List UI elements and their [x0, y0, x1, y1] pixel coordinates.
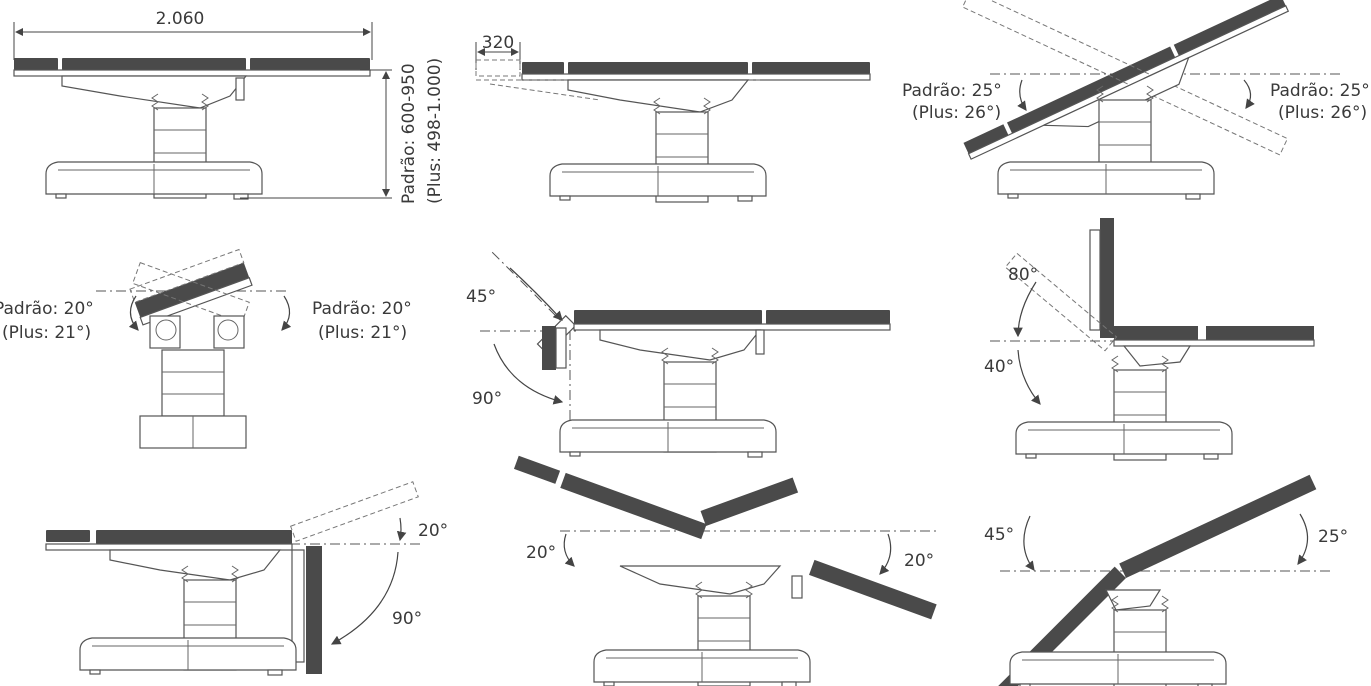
- view-trendelenburg: Padrão: 25° (Plus: 26°) Padrão: 25° (Plu…: [902, 0, 1370, 200]
- view-back-section: 80° 40°: [984, 218, 1315, 461]
- back-up-angle: 80°: [1008, 265, 1038, 285]
- slide-label: 320: [482, 33, 514, 53]
- lateral-right-plus: (Plus: 21°): [318, 323, 407, 343]
- lateral-left-standard: Padrão: 20°: [0, 299, 94, 319]
- lateral-right-standard: Padrão: 20°: [312, 299, 412, 319]
- reflex-left-angle: 45°: [984, 525, 1014, 545]
- trend-right-plus: (Plus: 26°): [1278, 103, 1367, 123]
- view-reflex: 45° 25°: [984, 474, 1348, 686]
- view-standard-table: 2.060 Padrão: 600-950 (Plus: 498-1.000): [13, 9, 445, 204]
- length-label: 2.060: [156, 9, 205, 29]
- trend-right-standard: Padrão: 25°: [1270, 81, 1370, 101]
- head-down-angle: 90°: [472, 389, 502, 409]
- reflex-right-angle: 25°: [1318, 527, 1348, 547]
- flex-right-angle: 20°: [904, 551, 934, 571]
- back-down-angle: 40°: [984, 357, 1014, 377]
- height-standard-label: Padrão: 600-950: [399, 63, 419, 204]
- trend-left-plus: (Plus: 26°): [912, 103, 1001, 123]
- head-up-angle: 45°: [466, 287, 496, 307]
- flex-left-angle: 20°: [526, 543, 556, 563]
- trend-left-standard: Padrão: 25°: [902, 81, 1002, 101]
- view-longitudinal-slide: 320: [475, 33, 871, 203]
- leg-down-angle: 90°: [392, 609, 422, 629]
- height-plus-label: (Plus: 498-1.000): [425, 58, 445, 204]
- view-flex: 20° 20°: [513, 455, 940, 686]
- view-leg-section: 20° 90°: [45, 481, 448, 676]
- lateral-left-plus: (Plus: 21°): [2, 323, 91, 343]
- view-lateral-tilt: Padrão: 20° (Plus: 21°) Padrão: 20° (Plu…: [0, 248, 412, 449]
- view-head-section: 45° 90°: [466, 249, 891, 458]
- leg-up-angle: 20°: [418, 521, 448, 541]
